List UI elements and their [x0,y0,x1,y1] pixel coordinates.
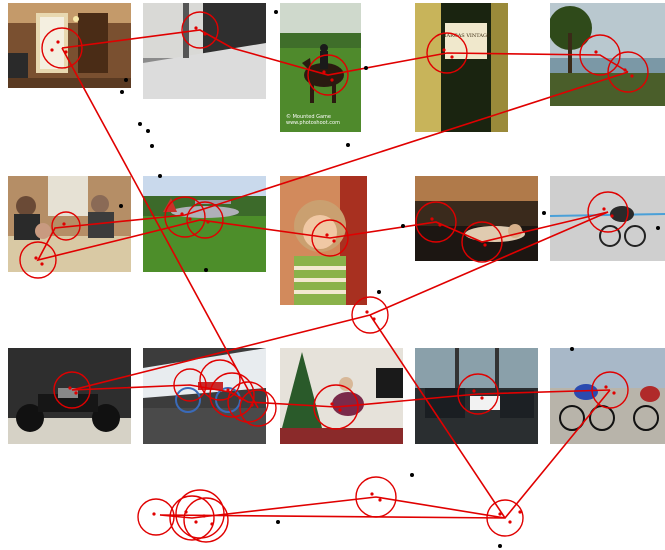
thumbnail-living-room [8,3,131,88]
thumbnail-horse-rider: © Mounted Game www.photoshoot.com [280,3,361,132]
thumbnail-toddler [280,176,367,305]
photo-caption: © Mounted Game www.photoshoot.com [286,114,340,126]
stray-point [410,473,414,477]
fixation-circle [137,498,175,536]
stray-point [150,144,154,148]
thumbnail-cyclist-track [550,176,665,261]
thumbnail-lake-tree [550,3,665,106]
stray-point [401,224,405,228]
fixation-point [365,310,369,314]
fixation-point [370,492,374,496]
stray-point [138,122,142,126]
fixation-circle [169,495,215,541]
thumbnail-wine-bottle: MARCAS VINTAGE [415,3,508,132]
stray-point [146,129,150,133]
fixation-point [372,317,376,321]
fixation-point [378,498,382,502]
fixation-point [518,510,522,514]
stray-point [377,290,381,294]
stray-point [498,544,502,548]
fixation-point [152,512,156,516]
fixation-circle [183,497,229,543]
thumbnail-window-sill [143,3,266,99]
fixation-point [498,512,502,516]
fixation-point [210,522,214,526]
thumbnail-bike-race [550,348,665,444]
fixation-point [508,520,512,524]
stray-point [542,211,546,215]
stray-point [274,10,278,14]
stray-point [120,90,124,94]
thumbnail-bicycle-snow [143,348,266,444]
stray-point [364,66,368,70]
thumbnail-christmas-room [280,348,403,444]
fixation-circle [355,476,397,518]
thumbnail-dinner-party [8,176,131,272]
thumbnail-lounge-room [415,348,538,444]
thumbnail-airplane-field [143,176,266,272]
svg-text:MARCAS VINTAGE: MARCAS VINTAGE [441,33,491,39]
fixation-circle [486,499,524,537]
fixation-point [184,510,188,514]
stray-point [346,143,350,147]
thumbnail-person-sofa [415,176,538,261]
fixation-point [202,514,206,518]
fixation-point [194,520,198,524]
thumbnail-motorcycle [8,348,131,444]
stray-point [276,520,280,524]
fixation-circle [175,489,225,539]
